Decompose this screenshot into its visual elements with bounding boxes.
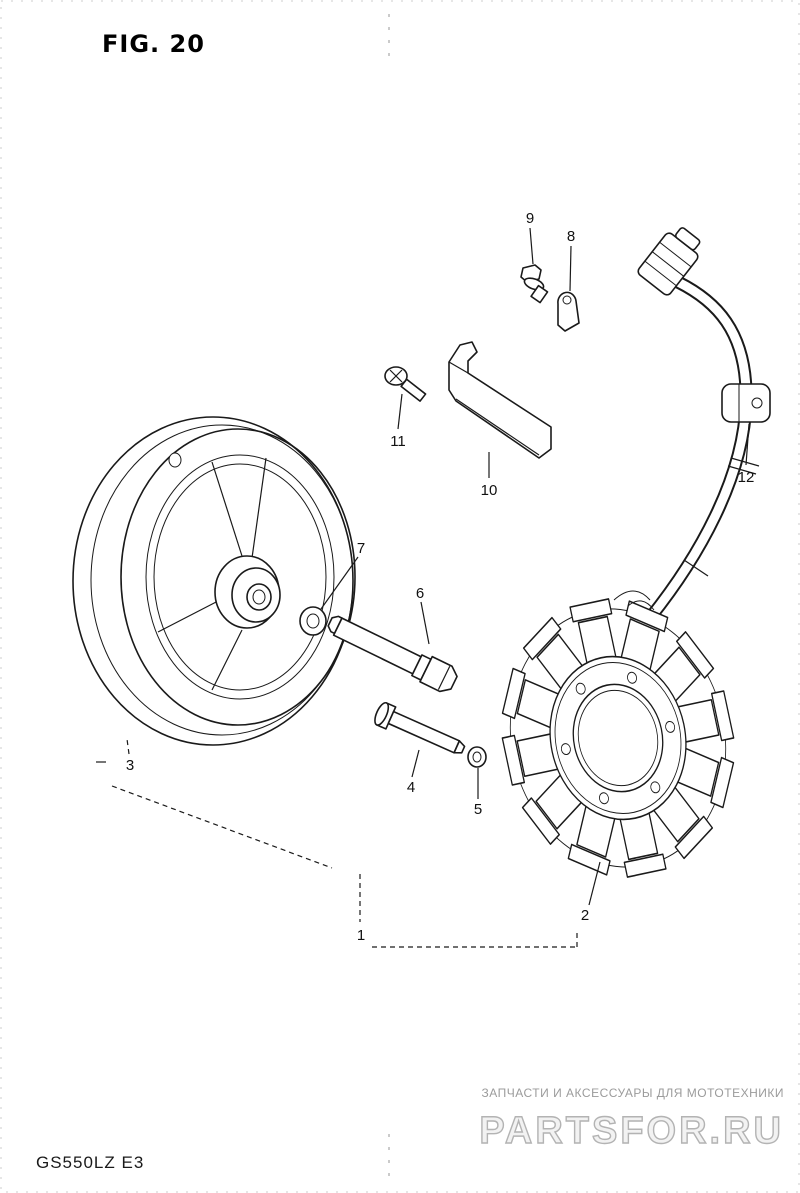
bolt-6 xyxy=(327,615,458,693)
rotor-hub xyxy=(214,555,281,629)
callout-label-1: 1 xyxy=(357,927,365,944)
leader-lines xyxy=(96,227,750,948)
rotor-spokes xyxy=(157,457,267,691)
flywheel-rotor xyxy=(72,416,356,746)
callout-label-10: 10 xyxy=(481,482,498,499)
washer-7 xyxy=(299,606,327,636)
watermark-logo: PARTSFOR.RU xyxy=(479,1110,784,1152)
part-10-guard-plate xyxy=(448,341,552,459)
callout-label-6: 6 xyxy=(416,585,424,602)
part-8-bracket xyxy=(557,291,580,332)
part-12-grommet xyxy=(721,383,771,423)
part-11-screw xyxy=(384,366,427,402)
bolt-4 xyxy=(374,701,466,754)
stator-bolt-holes xyxy=(560,671,676,805)
figure-title: FIG. 20 xyxy=(102,30,205,58)
callout-label-12: 12 xyxy=(738,469,755,486)
callout-label-9: 9 xyxy=(526,210,534,227)
callout-labels: 1 2 3 4 5 6 7 8 9 10 11 12 xyxy=(126,210,755,944)
callout-label-11: 11 xyxy=(390,433,406,450)
callout-label-8: 8 xyxy=(567,228,575,245)
washer-5 xyxy=(467,746,487,768)
stator-lead-wires xyxy=(613,590,655,611)
harness-connector xyxy=(637,227,701,296)
watermark-tagline: ЗАПЧАСТИ И АКСЕССУАРЫ ДЛЯ МОТОТЕХНИКИ xyxy=(482,1086,784,1100)
part-9-bolt xyxy=(520,264,549,304)
callout-label-4: 4 xyxy=(407,779,415,796)
callout-label-3: 3 xyxy=(126,757,134,774)
callout-label-7: 7 xyxy=(357,540,365,557)
wire-harness xyxy=(643,275,760,625)
rotor-face-hole xyxy=(168,452,182,468)
callout-label-5: 5 xyxy=(474,801,482,818)
callout-label-2: 2 xyxy=(581,907,589,924)
stator-assembly xyxy=(501,598,735,878)
model-code: GS550LZ E3 xyxy=(36,1153,144,1172)
